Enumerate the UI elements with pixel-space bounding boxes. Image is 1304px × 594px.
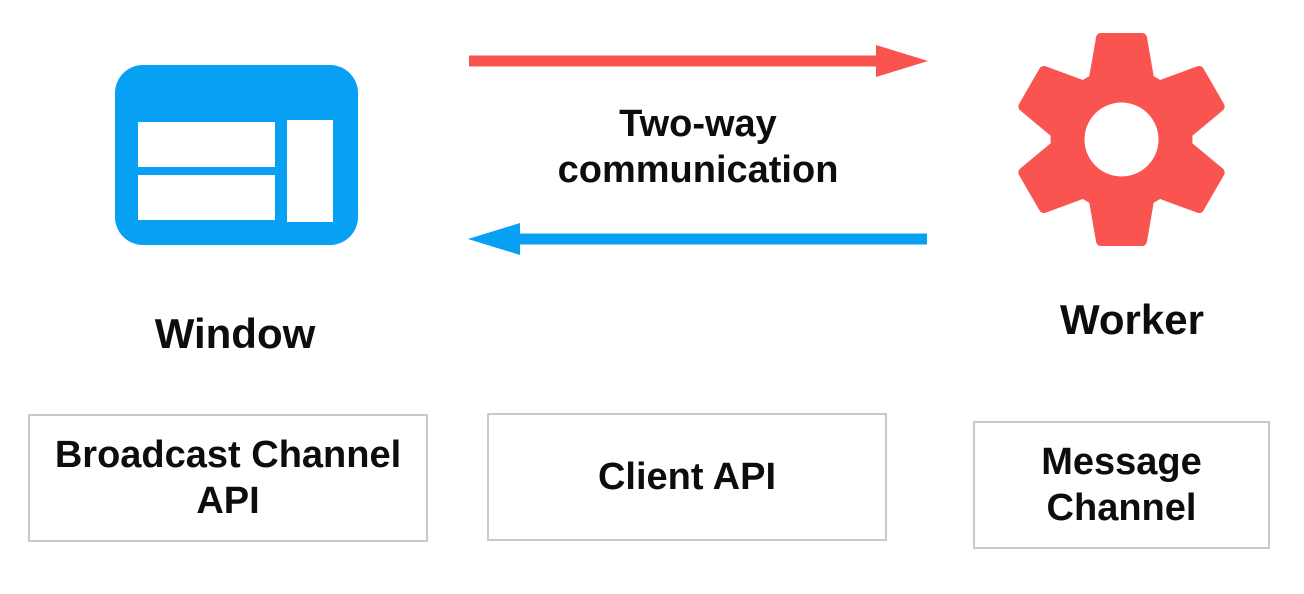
client-api-label: Client API [597,455,777,498]
arrow-left-icon [468,223,927,255]
arrow-right-icon [469,45,928,77]
communication-label: Two-way communication [557,103,839,192]
broadcast-channel-api-label: Broadcast Channel API [54,433,402,522]
window-node-label: Window [154,310,316,357]
gear-icon [1018,33,1225,246]
worker-node-label: Worker [1060,296,1204,343]
browser-window-icon [115,65,358,245]
client-api-box: Client API [487,413,887,541]
message-channel-box: Message Channel [973,421,1270,549]
message-channel-label: Message Channel [1041,440,1202,529]
broadcast-channel-api-box: Broadcast Channel API [28,414,428,542]
